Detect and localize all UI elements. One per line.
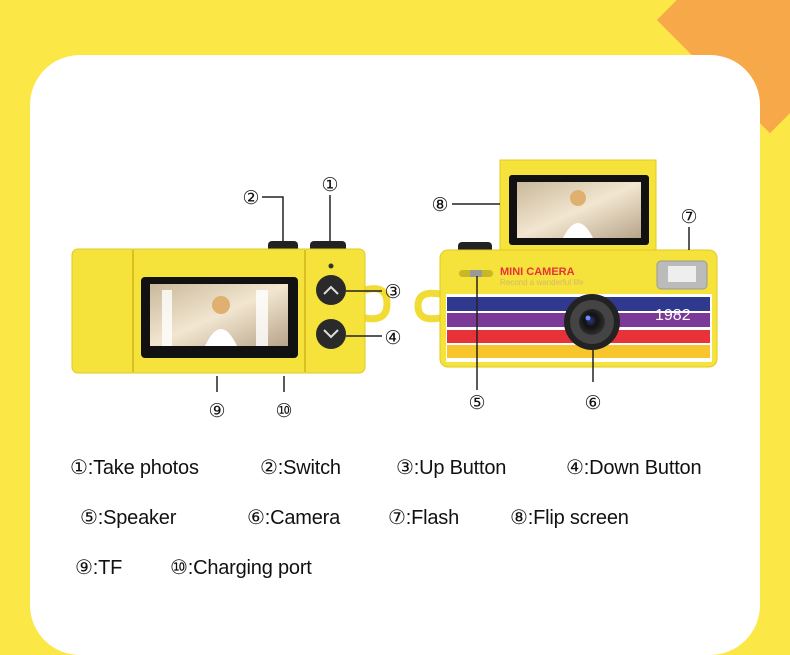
legend-flash: ⑦:Flash (388, 507, 459, 529)
callout-1: ① (321, 174, 338, 196)
legend-camera: ⑥:Camera (247, 507, 341, 529)
legend-down-button: ④:Down Button (566, 457, 702, 479)
keychain-loop (364, 285, 391, 323)
product-diagram: MINI CAMERA Recond a wanderful life 1982… (71, 159, 718, 422)
legend-switch: ②:Switch (260, 457, 341, 479)
callout-4: ④ (384, 327, 401, 349)
legend-flip-screen: ⑧:Flip screen (510, 507, 629, 529)
legend-take-photos: ①:Take photos (70, 457, 199, 479)
down-button (316, 319, 346, 349)
lens (564, 294, 620, 350)
legend-tf: ⑨:TF (75, 557, 123, 579)
callout-6: ⑥ (584, 392, 601, 414)
callout-9: ⑨ (208, 400, 225, 422)
callout-5: ⑤ (468, 392, 485, 414)
legend-up-button: ③:Up Button (396, 457, 507, 479)
camera-back (71, 241, 391, 374)
legend-charging-port: ⑩:Charging port (170, 557, 312, 579)
year-text: 1982 (655, 307, 691, 324)
slogan-text: Recond a wanderful life (500, 278, 584, 287)
legend-speaker: ⑤:Speaker (80, 507, 177, 529)
callout-7: ⑦ (680, 206, 697, 228)
callout-10: ⑩ (275, 400, 292, 422)
callout-3: ③ (384, 281, 401, 303)
brand-text: MINI CAMERA (500, 266, 575, 278)
callout-2: ② (242, 187, 259, 209)
camera-front: MINI CAMERA Recond a wanderful life 1982 (414, 159, 718, 368)
callout-8: ⑧ (431, 194, 448, 216)
callout-lines (216, 195, 690, 392)
stripe-yellow (447, 345, 710, 358)
up-button (316, 275, 346, 305)
